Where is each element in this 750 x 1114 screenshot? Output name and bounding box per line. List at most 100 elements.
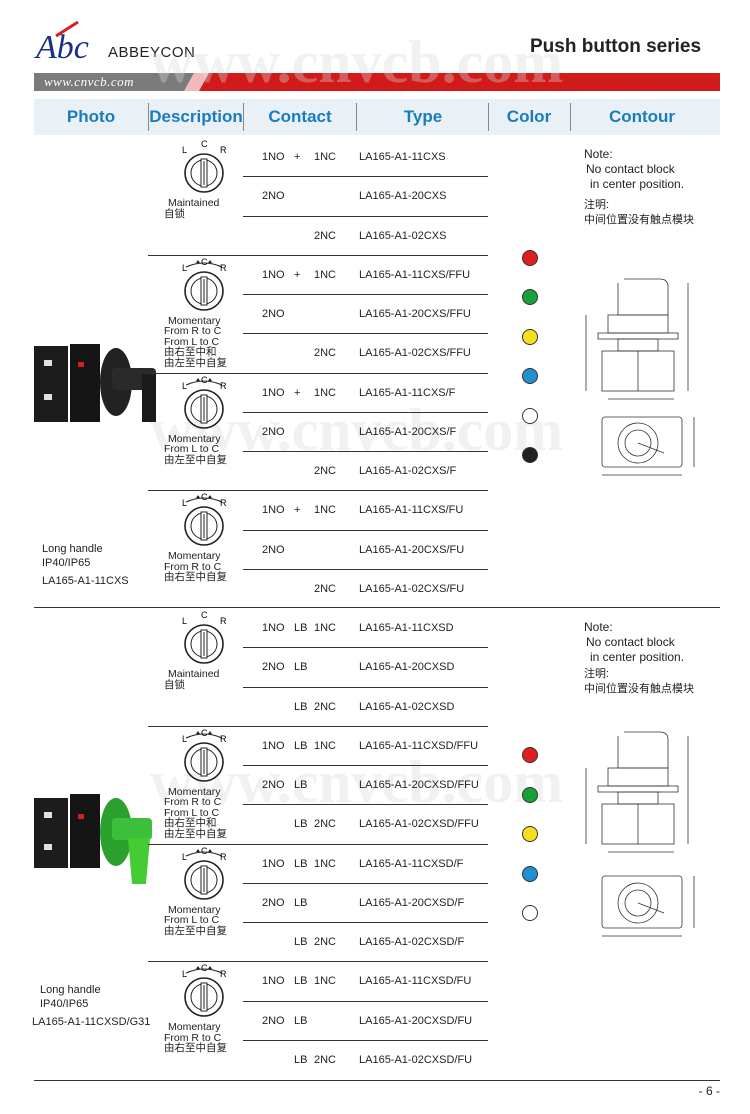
brand-name: ABBEYCON [108,44,196,61]
photo-model: LA165-A1-11CXSD/G31 [32,1016,151,1028]
description-caption: 由右至中和 [164,817,217,830]
description-caption: Maintained [168,197,220,209]
page-title: Push button series [530,36,702,57]
type-code: LA165-A1-02CXSD [359,700,455,713]
row-divider [243,411,488,413]
description-caption: 由左至中自复 [164,827,227,840]
contact-link: LB [294,896,308,909]
type-code: LA165-A1-02CXS/FFU [359,347,471,360]
selector-position-label: L [182,498,187,508]
description-caption: From R to C [164,325,222,338]
photo-label: Long handle [42,543,103,555]
logo-text: Abc [34,29,89,66]
header-divider [488,103,489,131]
note-title: Note: [584,147,613,161]
type-code: LA165-A1-02CXSD/FU [359,1053,473,1066]
description-caption: 由右至中自复 [164,571,227,584]
selector-position-label: L [182,969,187,979]
note-title: Note: [584,620,613,634]
header-color: Color [506,107,552,126]
abbeycon-logo: Abc [34,20,89,66]
selector-switch-symbol: LCR [182,846,227,900]
contact-no: 1NO [262,739,285,752]
contact-nc: 1NC [314,975,337,988]
selector-position-label: C [201,728,208,738]
contact-no: 1NO [262,151,285,163]
contact-no: 1NO [262,386,285,399]
row-divider [243,765,488,766]
header-contact: Contact [268,107,332,126]
row-divider [243,1039,488,1041]
type-code: LA165-A1-20CXS/F [359,425,457,438]
contour-drawing [585,731,695,937]
contact-nc: 2NC [314,1053,337,1066]
note-line: No contact block [586,635,675,649]
contact-link: LB [294,661,308,674]
row-divider [243,882,488,884]
type-code: LA165-A1-20CXSD [359,661,455,674]
description-caption: From R to C [164,1031,222,1044]
type-code: LA165-A1-02CXS/F [359,465,457,477]
contact-link: + [294,151,301,163]
row-divider [243,686,488,688]
row-divider [243,647,488,649]
contact-link: LB [294,936,308,948]
header-contour: Contour [608,107,676,126]
type-code: LA165-A1-11CXSD [359,622,454,634]
watermark: www.cnvcb.com [150,397,564,463]
description-caption: 由左至中自复 [164,453,227,466]
type-code: LA165-A1-20CXSD/FFU [359,779,479,791]
selector-position-label: L [182,852,187,862]
color-swatch [522,250,538,266]
row-divider [243,529,488,531]
contact-nc: 1NC [314,151,337,163]
contact-no: 1NO [262,268,285,281]
type-code: LA165-A1-11CXS [359,151,446,163]
page-number: - 6 - [698,1084,720,1098]
contact-link: LB [294,818,308,831]
type-code: LA165-A1-02CXS/FU [359,582,465,595]
description-caption: From R to C [164,796,222,809]
description-caption: From R to C [164,560,222,573]
description-caption: Momentary [168,903,221,916]
selector-position-label: L [182,734,187,744]
note-cn-line: 中间位置没有触点模块 [584,683,694,695]
url-band [34,73,720,91]
note-line: No contact block [586,162,675,176]
row-divider [243,215,488,217]
group-divider [148,490,488,492]
contact-nc: 1NC [314,739,337,752]
description-caption: Momentary [168,314,221,327]
section-divider [34,607,720,608]
type-code: LA165-A1-11CXSD/F [359,857,464,870]
color-swatch [522,447,538,463]
contact-link: LB [294,700,308,713]
description-caption: Momentary [168,550,221,563]
contact-link: LB [294,1014,308,1027]
selector-switch-symbol: LCR [182,963,227,1018]
color-swatch [522,368,538,384]
selector-position-label: C [201,257,208,267]
color-swatch [522,787,538,803]
type-code: LA165-A1-20CXS [359,190,447,203]
row-divider [243,1000,488,1002]
color-swatch [522,905,538,921]
selector-switch-symbol: LCR [182,375,227,429]
selector-switch-symbol: LCR [182,257,227,311]
description-caption: 由左至中自复 [164,356,227,369]
description-caption: From L to C [164,335,220,348]
selector-position-label: L [182,263,187,273]
group-divider [148,254,488,256]
type-code: LA165-A1-02CXS [359,229,447,242]
type-code: LA165-A1-20CXS/FFU [359,308,471,320]
contact-no: 2NO [262,661,285,674]
color-swatch [522,866,538,882]
group-divider [148,725,488,727]
type-code: LA165-A1-11CXSD/FU [359,975,472,988]
switch-photo-black-handle [34,344,156,422]
note-block: Note: No contact block in center positio… [584,620,694,697]
header-description: Description [149,107,243,126]
header-photo: Photo [66,107,116,126]
watermark: www.cnvcb.com [150,29,564,95]
contact-nc: 1NC [314,504,337,517]
